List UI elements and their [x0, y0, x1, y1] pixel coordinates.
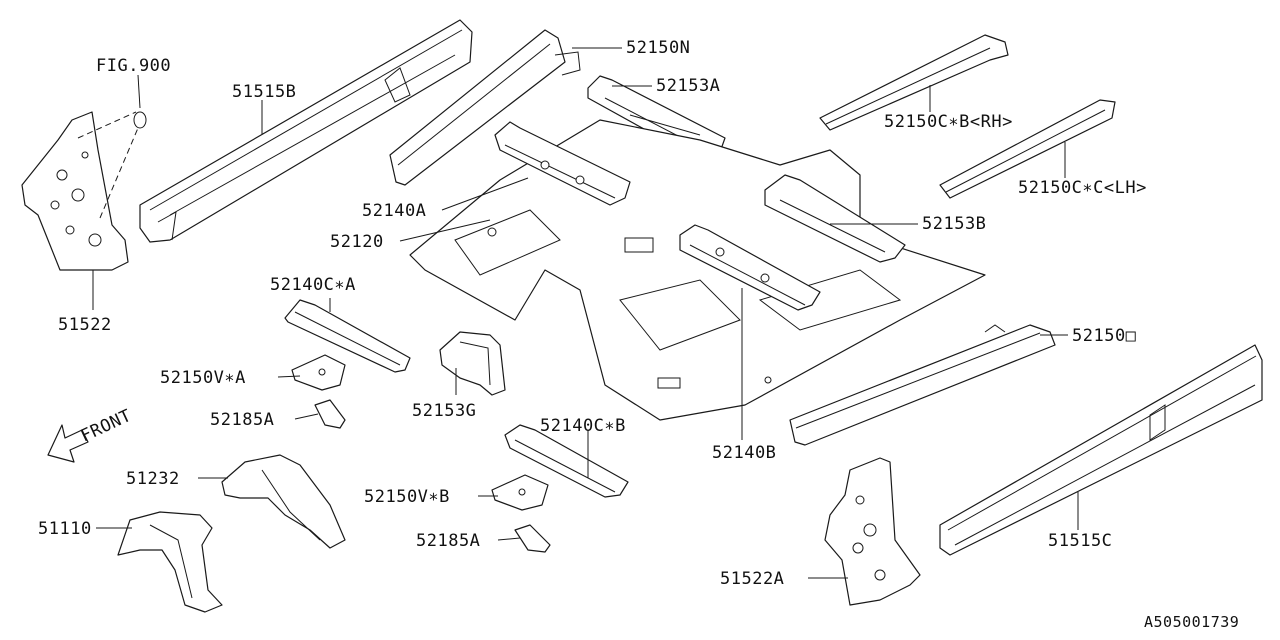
- part-51110: [117, 511, 223, 613]
- part-52153G: [439, 331, 506, 396]
- label-51515C: 51515C: [1048, 531, 1112, 551]
- label-52140C-A: 52140C∗A: [270, 275, 356, 295]
- leader-lines: [92, 47, 1079, 579]
- part-52140A: [494, 121, 631, 206]
- label-51110: 51110: [38, 519, 92, 539]
- label-52140C-B: 52140C∗B: [540, 416, 626, 436]
- part-52185A-1: [314, 399, 346, 429]
- label-52150C-B-RH: 52150C∗B<RH>: [884, 112, 1013, 132]
- part-52150N: [389, 29, 581, 186]
- label-52153G: 52153G: [412, 401, 476, 421]
- label-52150V-A: 52150V∗A: [160, 368, 246, 388]
- part-52140C-A: [284, 299, 411, 373]
- part-52150V-B: [491, 474, 549, 511]
- label-52120: 52120: [330, 232, 384, 252]
- label-52150-box: 52150□: [1072, 326, 1137, 346]
- front-arrow-icon: [47, 424, 89, 463]
- label-51522A: 51522A: [720, 569, 784, 589]
- label-front: FRONT: [78, 406, 135, 447]
- part-52140C-B: [504, 424, 629, 498]
- label-fig900: FIG.900: [96, 56, 171, 76]
- label-52150V-B: 52150V∗B: [364, 487, 450, 507]
- part-51232: [221, 454, 346, 549]
- label-52185A-2: 52185A: [416, 531, 480, 551]
- label-52153A: 52153A: [656, 76, 720, 96]
- part-52150C-B: [819, 34, 1009, 131]
- part-51522: [21, 111, 147, 271]
- part-51515C: [939, 344, 1263, 556]
- part-51522A: [824, 457, 921, 606]
- part-52140B: [679, 224, 821, 311]
- part-52120: [409, 119, 986, 421]
- label-52150C-C-LH: 52150C∗C<LH>: [1018, 178, 1147, 198]
- part-52153B: [764, 174, 906, 263]
- label-51232: 51232: [126, 469, 180, 489]
- label-51515B: 51515B: [232, 82, 296, 102]
- label-52140A: 52140A: [362, 201, 426, 221]
- label-51522: 51522: [58, 315, 112, 335]
- part-52150V-A: [291, 354, 346, 391]
- part-52150-box: [789, 324, 1056, 446]
- diagram-code: A505001739: [1144, 613, 1239, 631]
- part-52150C-C: [939, 99, 1116, 199]
- part-51515B: [139, 19, 473, 243]
- part-52185A-2: [514, 524, 551, 553]
- label-52153B: 52153B: [922, 214, 986, 234]
- label-52150N: 52150N: [626, 38, 690, 58]
- label-52140B: 52140B: [712, 443, 776, 463]
- label-52185A-1: 52185A: [210, 410, 274, 430]
